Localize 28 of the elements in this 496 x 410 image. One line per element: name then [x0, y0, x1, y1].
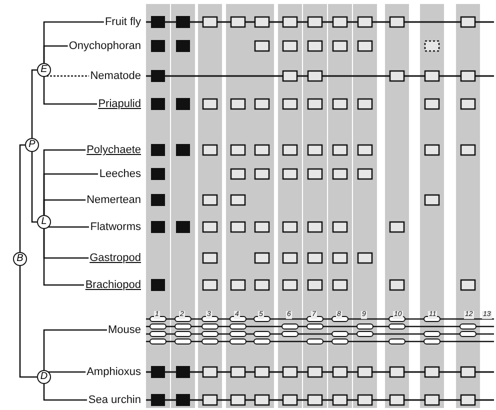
tree-branch	[19, 144, 25, 252]
species-name: Priapulid	[97, 98, 142, 110]
tree-branch	[31, 69, 37, 138]
species-name: Flatworms	[89, 221, 142, 233]
tree-branch	[43, 77, 98, 105]
species-name: Polychaete	[86, 144, 142, 156]
tree-branch	[31, 152, 37, 223]
tree-branch	[43, 329, 107, 370]
species-name: Nemertean	[86, 194, 142, 206]
species-name: Brachiopod	[84, 279, 142, 291]
clade-node-circle: B	[13, 252, 27, 266]
species-name: Onychophoran	[68, 40, 142, 52]
tree-branch	[19, 266, 37, 378]
tree-branch	[43, 384, 88, 401]
tree-branch	[43, 45, 68, 63]
species-name: Mouse	[106, 324, 142, 336]
clade-node-circle: D	[37, 370, 51, 384]
species-name: Sea urchin	[87, 394, 142, 406]
species-name: Leeches	[98, 168, 142, 180]
tree-branch	[43, 199, 86, 215]
species-name: Amphioxus	[86, 366, 142, 378]
tree-branch	[43, 229, 84, 286]
species-name: Gastropod	[88, 252, 142, 264]
species-name: Fruit fly	[104, 16, 142, 28]
clade-node-circle: L	[37, 215, 51, 229]
clade-node-circle: E	[37, 63, 51, 77]
species-name: Nematode	[89, 70, 142, 82]
clade-node-circle: P	[25, 138, 39, 152]
